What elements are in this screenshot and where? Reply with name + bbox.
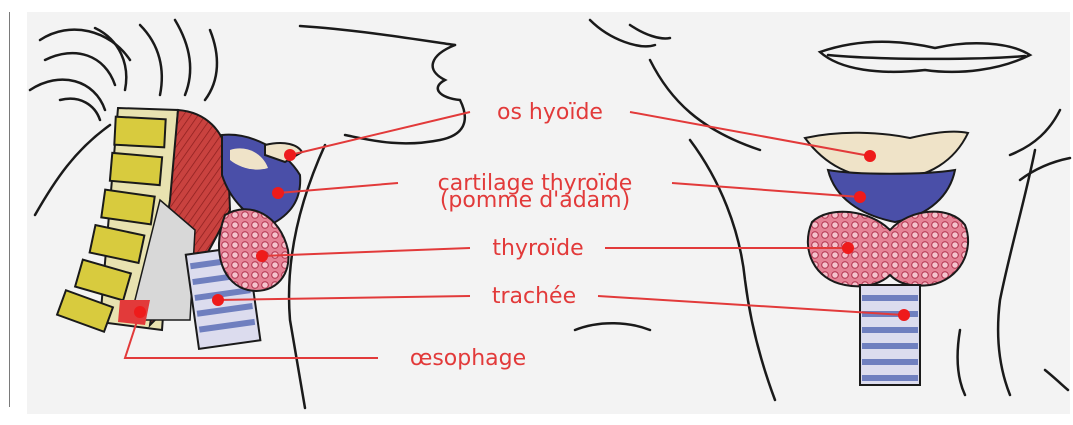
- label-thyroid: thyroïde: [492, 236, 583, 261]
- left-border: [9, 12, 10, 407]
- dot-thyroid-front: [842, 242, 854, 254]
- label-esophagus: œsophage: [410, 346, 526, 371]
- label-trachea: trachée: [492, 284, 576, 309]
- dot-cartilage-front: [854, 191, 866, 203]
- label-adams-apple: (pomme d'adam): [440, 188, 630, 213]
- label-hyoid: os hyoïde: [497, 100, 603, 125]
- dot-cartilage-side: [272, 187, 284, 199]
- dot-hyoid-front: [864, 150, 876, 162]
- dot-trachea-side: [212, 294, 224, 306]
- dot-trachea-front: [898, 309, 910, 321]
- trachea-front: [860, 285, 920, 385]
- dot-thyroid-side: [256, 250, 268, 262]
- dot-hyoid-side: [284, 149, 296, 161]
- dot-esophagus: [134, 306, 146, 318]
